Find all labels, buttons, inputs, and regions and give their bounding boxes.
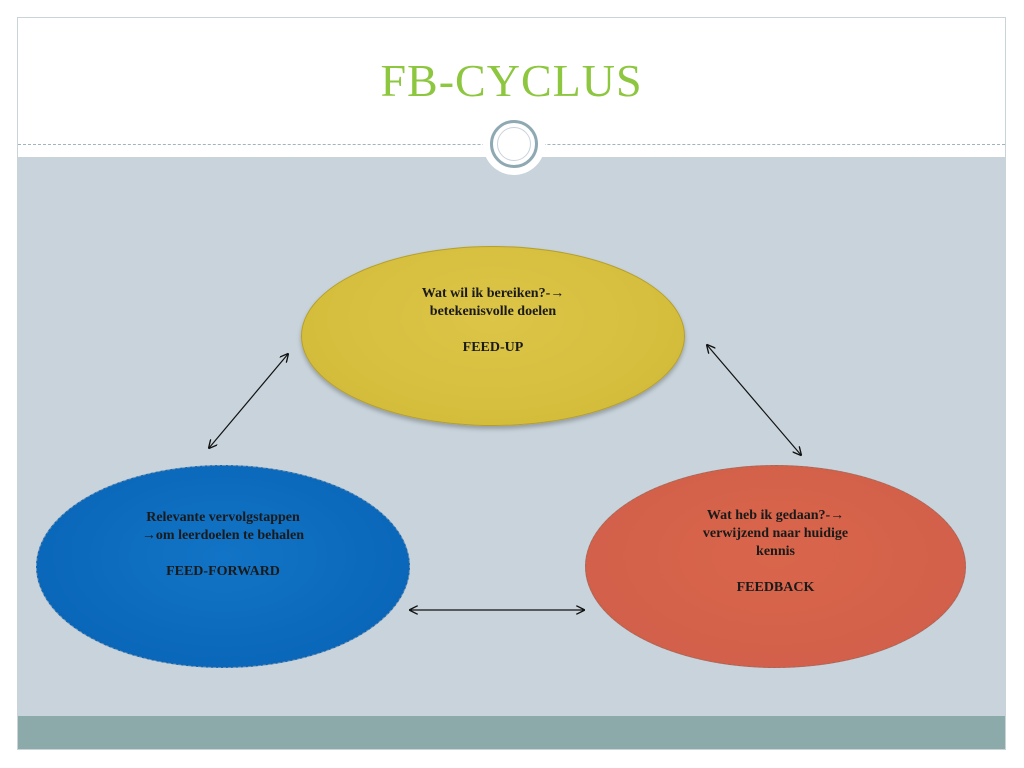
feed-up-description: betekenisvolle doelen: [429, 304, 557, 319]
feedback-description: verwijzend naar huidige: [702, 525, 849, 541]
feed-up-question: Wat wil ik bereiken?-→: [421, 286, 565, 301]
arrow-feedup-feedback: [707, 345, 801, 455]
feed-forward-label: FEED-FORWARD: [166, 563, 280, 579]
circle-ornament-icon: [483, 113, 545, 175]
feed-up-node: Wat wil ik bereiken?-→ betekenisvolle do…: [301, 246, 685, 426]
feed-forward-node: Relevante vervolgstappen →om leerdoelen …: [36, 465, 410, 668]
feedback-description-cont: kennis: [756, 543, 795, 559]
feed-forward-description: →om leerdoelen te behalen: [141, 527, 305, 543]
connector-arrows: [18, 18, 1006, 750]
feedback-question: Wat heb ik gedaan?-→: [706, 507, 845, 523]
feedback-node: Wat heb ik gedaan?-→ verwijzend naar hui…: [585, 465, 966, 668]
slide-title: FB-CYCLUS: [380, 55, 643, 106]
footer-bar: [18, 716, 1005, 749]
ornament-ring: [490, 120, 538, 168]
feedback-label: FEEDBACK: [736, 579, 815, 595]
feed-up-label: FEED-UP: [462, 340, 524, 355]
arrow-feedforward-feedup: [209, 354, 288, 448]
feed-forward-question: Relevante vervolgstappen: [146, 509, 300, 525]
slide: FB-CYCLUS Wat wil ik bereiken?-→ beteken…: [17, 17, 1006, 750]
ornament-inner-ring: [497, 127, 531, 161]
